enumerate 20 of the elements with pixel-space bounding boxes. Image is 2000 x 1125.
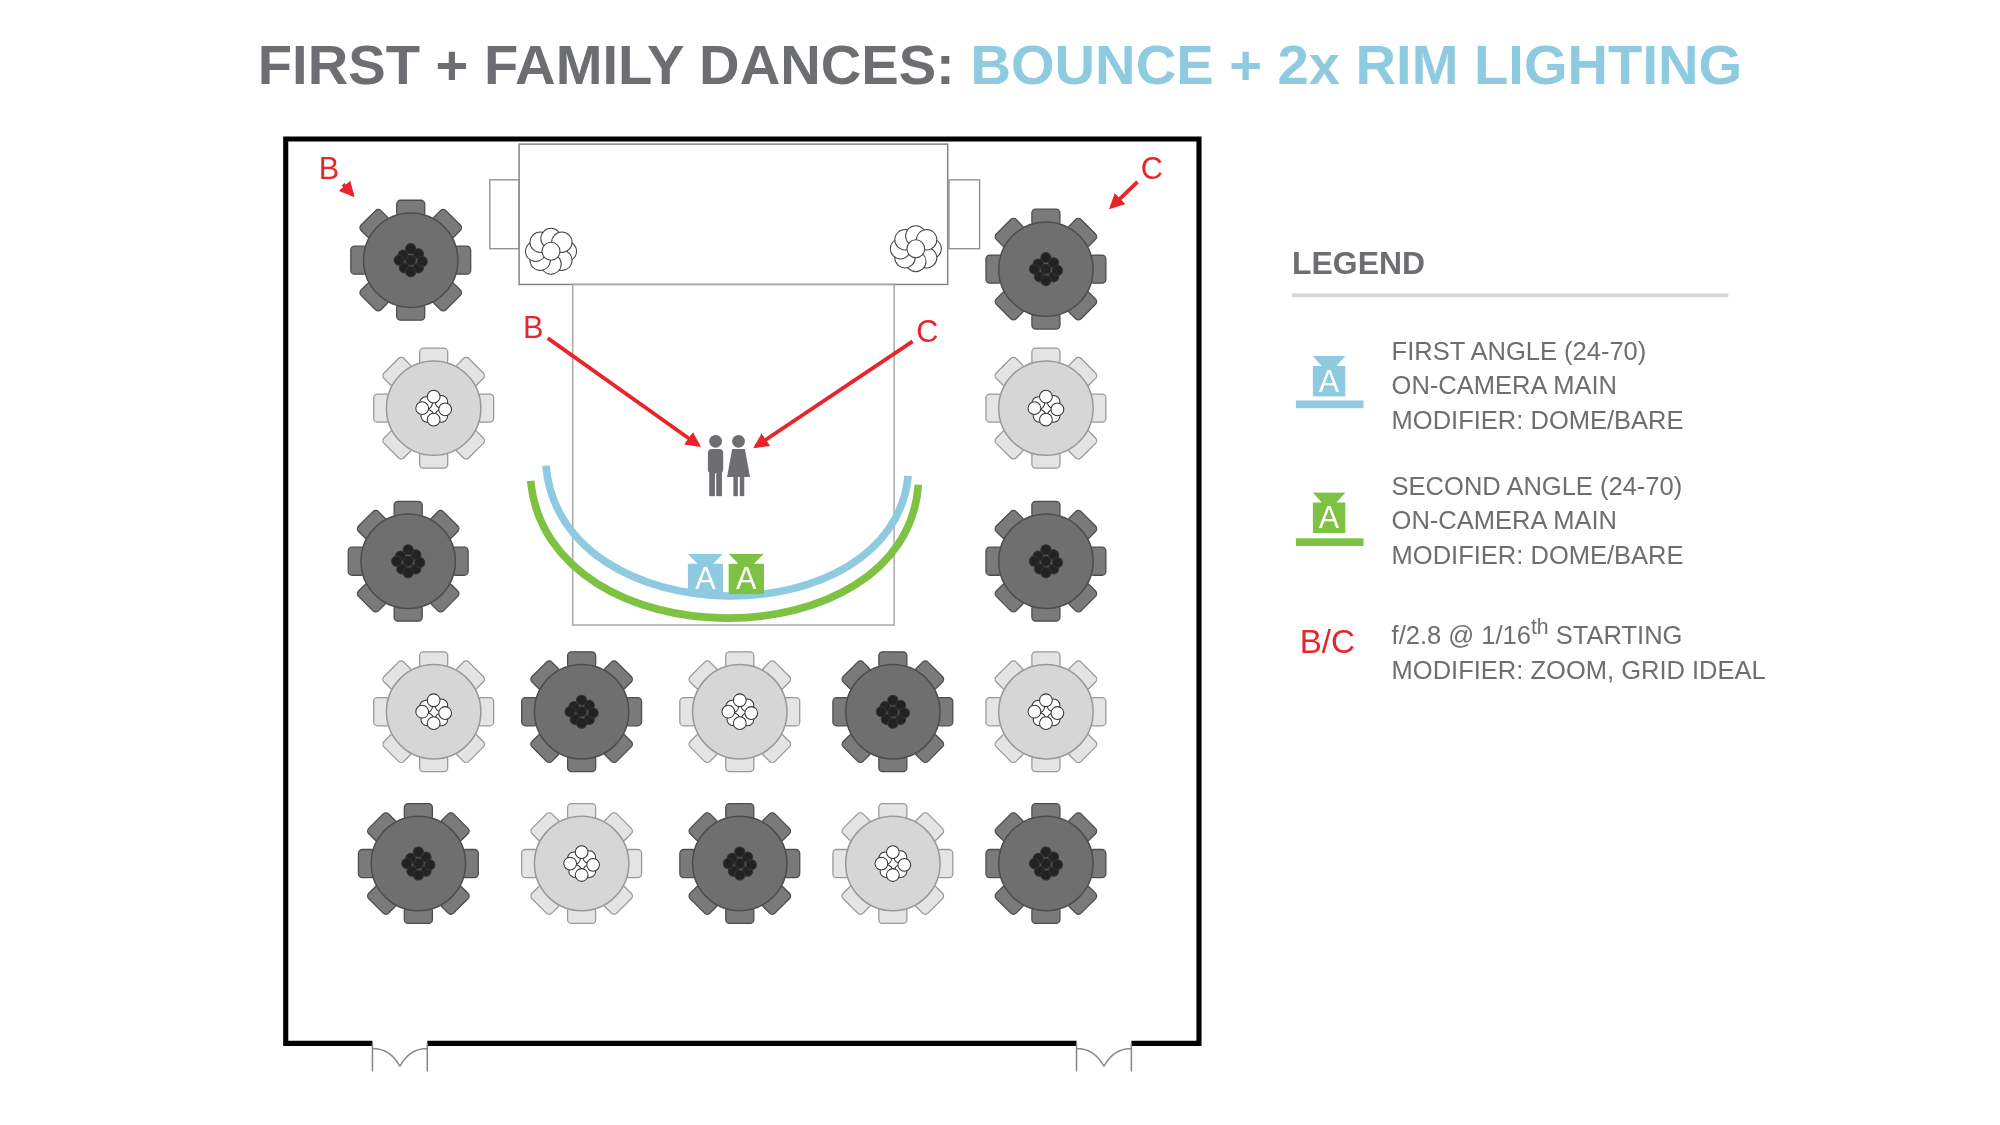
arrow [1109,180,1139,210]
light-label: B [317,150,341,187]
camera-marker: A [1312,355,1346,397]
camera-marker: A [1312,492,1346,534]
camera-marker: A [687,553,724,595]
arrow [338,180,355,198]
arrow [753,339,914,449]
legend-text: SECOND ANGLE (24-70) ON-CAMERA MAIN MODIFIER: DOME/BARE [1391,470,1685,571]
light-label: C [1140,150,1164,187]
arrow [546,336,701,448]
light-label: B/C [1299,622,1356,662]
round-table-drawing [983,206,1109,332]
legend-text: FIRST ANGLE (24-70) ON-CAMERA MAIN MODIFIER: DOME/BARE [1391,335,1685,436]
camera-marker: A [728,553,765,595]
title: FIRST + FAMILY DANCES: BOUNCE + 2x RIM LIGHTING [256,33,1744,97]
legend-heading: LEGEND [1292,244,1425,282]
light-label: B [521,309,545,346]
round-table-drawing [348,197,474,323]
legend-text: f/2.8 @ 1/16$^{th}$ STARTING MODIFIER: ZOOM, GRID IDEAL [1391,613,1767,686]
light-label: C [915,313,939,350]
